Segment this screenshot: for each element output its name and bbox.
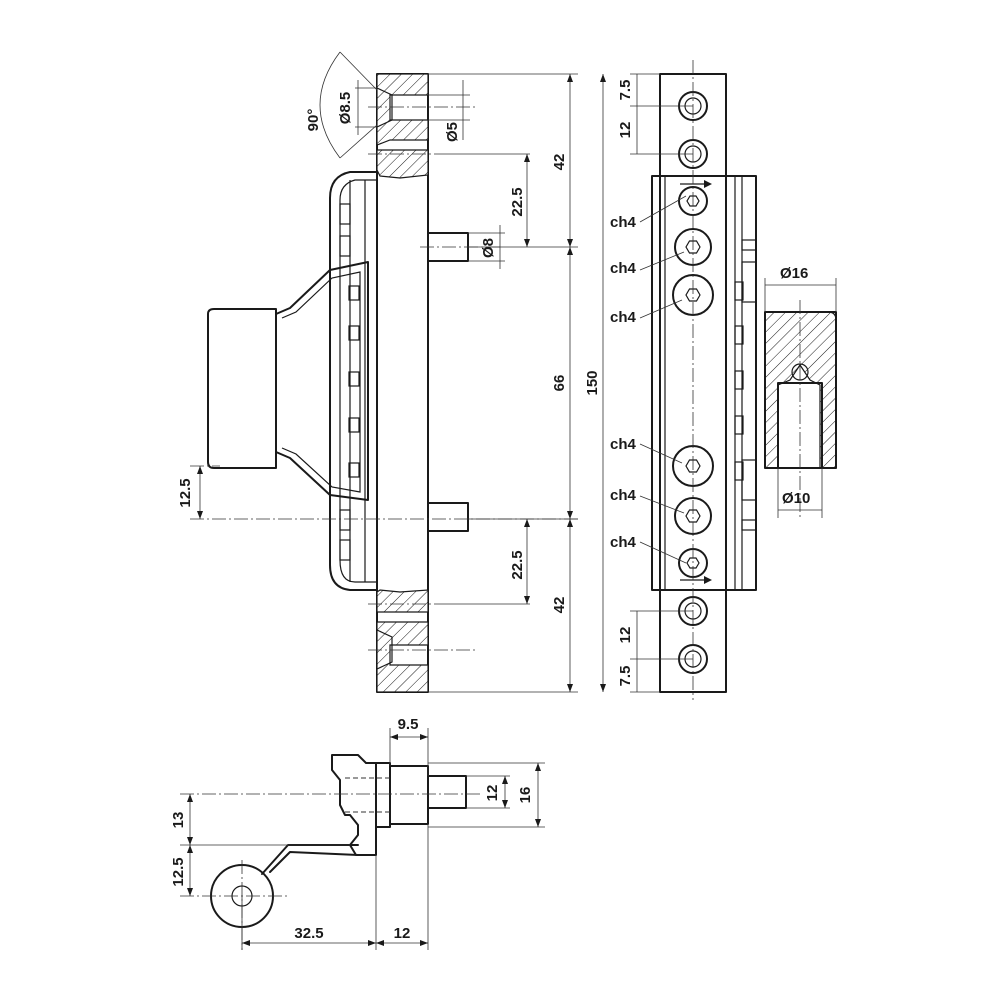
dim-edge-top: 7.5 <box>617 80 634 101</box>
wrench-label-3: ch4 <box>610 309 637 326</box>
dim-left-lower: 12.5 <box>170 857 187 886</box>
front-view: 90° Ø8.5 Ø5 Ø8 22.5 42 66 150 22.5 42 12… <box>177 51 606 693</box>
bottom-dimensions <box>180 728 545 950</box>
wrench-label-2: ch4 <box>610 260 637 277</box>
dim-bottom-segment: 42 <box>551 597 568 614</box>
dim-top-width: 9.5 <box>398 716 419 733</box>
front-housing <box>329 171 378 591</box>
dim-countersink-diameter: Ø8.5 <box>337 92 354 125</box>
dim-pitch-top: 12 <box>617 122 634 139</box>
dim-knob-offset: 12.5 <box>177 478 194 507</box>
dim-hole-diameter: Ø5 <box>444 122 461 142</box>
dim-edge-bottom: 7.5 <box>617 666 634 687</box>
wrench-label-4: ch4 <box>610 436 637 453</box>
wrench-label-6: ch4 <box>610 534 637 551</box>
side-cylinder <box>764 300 837 520</box>
bottom-arm <box>261 844 359 875</box>
dim-bottom-left: 32.5 <box>294 925 323 942</box>
side-body <box>651 175 757 591</box>
wrench-label-1: ch4 <box>610 214 637 231</box>
dim-outer-height: 16 <box>517 787 534 804</box>
bottom-bracket <box>331 754 377 856</box>
dim-left-upper: 13 <box>170 812 187 829</box>
front-knob <box>207 261 369 501</box>
dim-inner-diameter: Ø10 <box>782 490 810 507</box>
dim-pin-diameter: Ø8 <box>480 238 497 258</box>
dim-total: 150 <box>584 370 601 395</box>
dim-inner-height: 12 <box>484 785 501 802</box>
dim-bottom-right: 12 <box>394 925 411 942</box>
front-pins <box>190 232 580 532</box>
side-dimensions <box>630 73 837 693</box>
dim-pitch-bottom: 12 <box>617 627 634 644</box>
bottom-view: 9.5 12 16 13 12.5 32.5 12 <box>170 716 545 950</box>
wrench-label-5: ch4 <box>610 487 637 504</box>
dim-angle: 90° <box>305 109 322 132</box>
dim-middle-segment: 66 <box>551 375 568 392</box>
front-mounting-plate <box>368 73 475 693</box>
dim-top-offset: 22.5 <box>509 187 526 216</box>
side-leader-lines <box>639 195 687 564</box>
dim-top-segment: 42 <box>551 154 568 171</box>
front-dimensions <box>197 51 578 693</box>
side-view: 7.5 12 12 7.5 ch4 ch4 ch4 ch4 ch4 ch4 Ø1… <box>610 60 837 700</box>
dim-bottom-offset: 22.5 <box>509 550 526 579</box>
dim-outer-diameter: Ø16 <box>780 265 808 282</box>
